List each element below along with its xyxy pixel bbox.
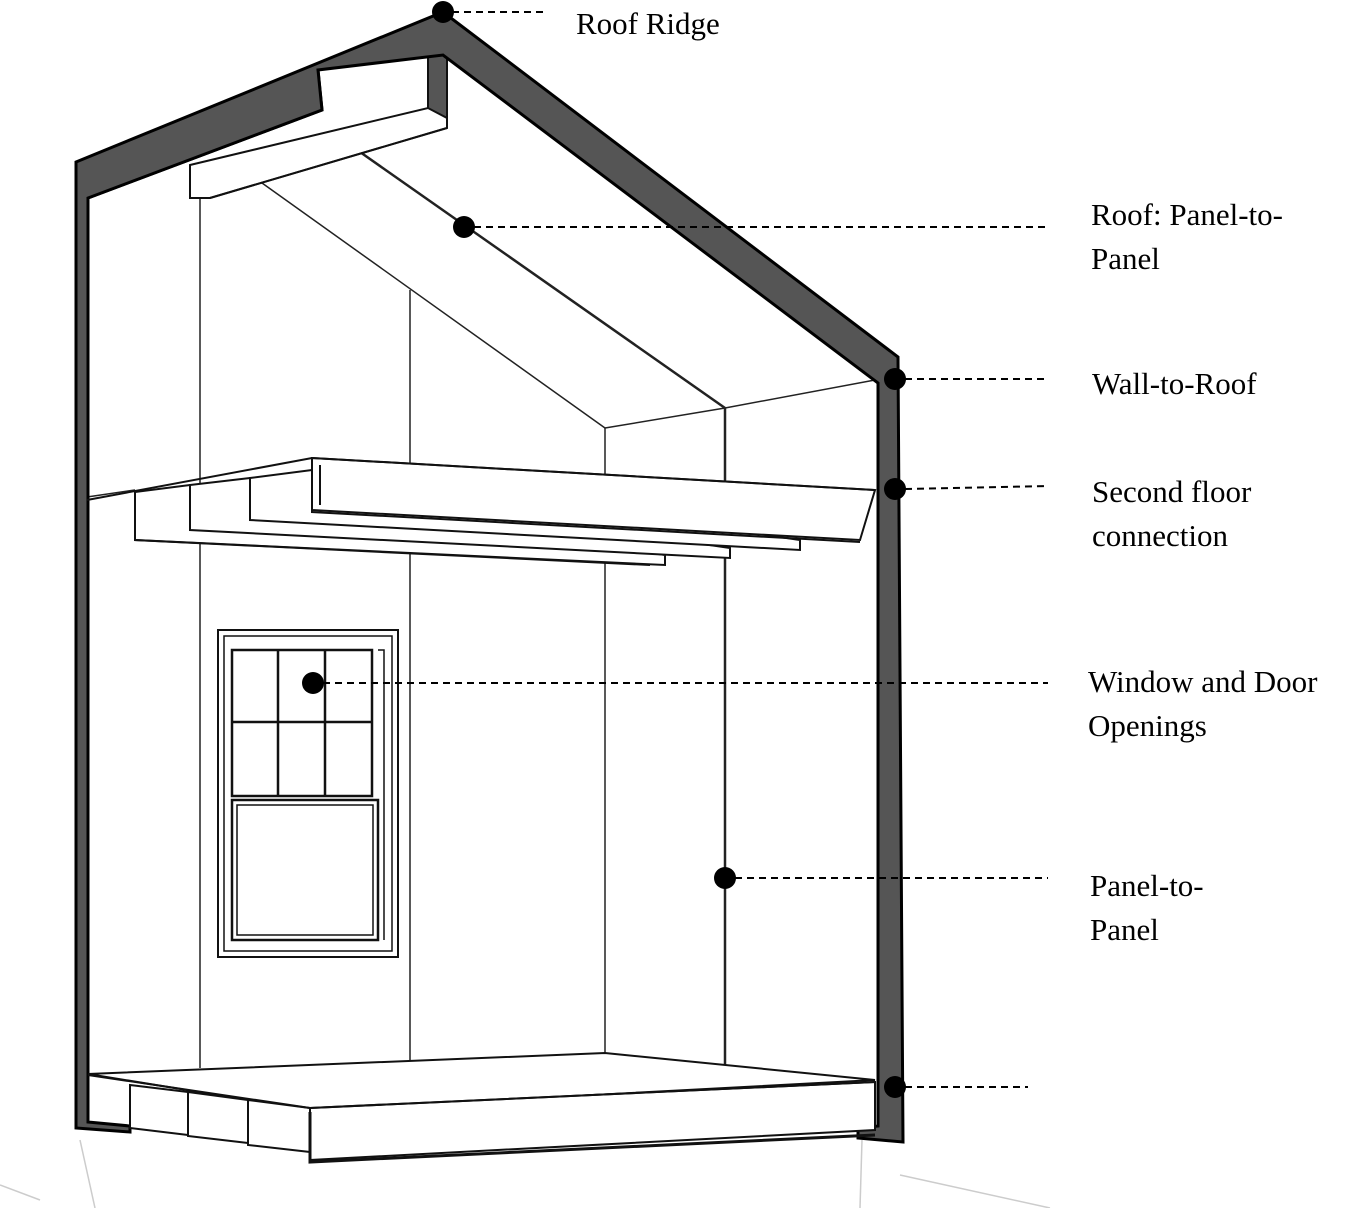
label-wall-to-roof: Wall-to-Roof: [1092, 362, 1257, 406]
leader-second-floor: [904, 485, 1049, 490]
label-panel-to-panel-line2: Panel: [1090, 912, 1159, 947]
label-second-floor-connection: Second floor connection: [1092, 470, 1251, 558]
second-floor-joists: [86, 456, 877, 567]
label-roof-panel-line2: Panel: [1091, 241, 1160, 276]
marker-openings: [302, 672, 324, 694]
label-second-floor-line2: connection: [1092, 518, 1229, 553]
label-panel-to-panel-line1: Panel-to-: [1090, 868, 1204, 903]
label-second-floor-line1: Second floor: [1092, 474, 1252, 509]
marker-ground-floor: [884, 1076, 906, 1098]
label-window-door-openings: Window and Door Openings: [1088, 660, 1318, 748]
ridge-beam: [189, 54, 448, 199]
marker-second-floor: [884, 478, 906, 500]
label-roof-ridge: Roof Ridge: [576, 2, 720, 46]
label-panel-to-panel: Panel-to- Panel: [1090, 864, 1204, 952]
callout-leaders: [323, 11, 1049, 1088]
label-roof-ridge-text: Roof Ridge: [576, 6, 720, 41]
marker-roof-panel: [453, 216, 475, 238]
marker-wall-to-roof: [884, 368, 906, 390]
label-openings-line2: Openings: [1088, 708, 1207, 743]
label-wall-to-roof-text: Wall-to-Roof: [1092, 366, 1257, 401]
label-roof-panel-line1: Roof: Panel-to-: [1091, 197, 1283, 232]
marker-roof-ridge: [432, 1, 454, 23]
label-openings-line1: Window and Door: [1088, 664, 1318, 699]
foundation-lines: [0, 1139, 1051, 1208]
label-roof-panel-to-panel: Roof: Panel-to- Panel: [1091, 193, 1283, 281]
ground-floor: [87, 1051, 876, 1164]
window: [217, 629, 399, 958]
marker-panel-to-panel: [714, 867, 736, 889]
connection-points: [302, 1, 906, 1098]
